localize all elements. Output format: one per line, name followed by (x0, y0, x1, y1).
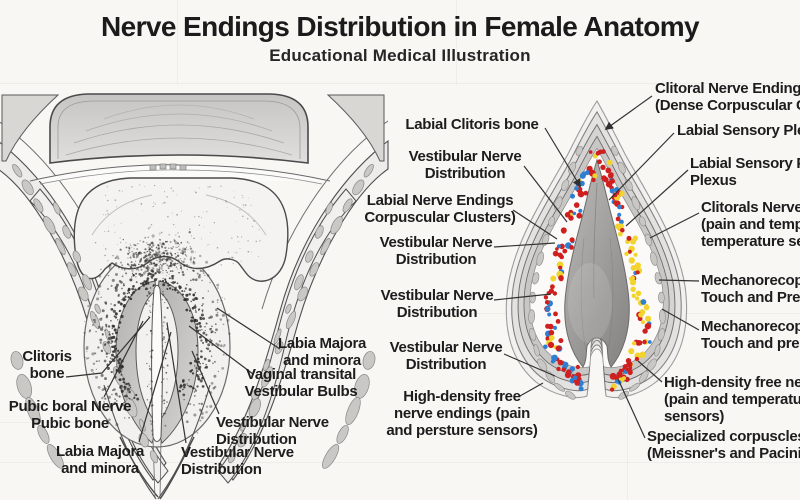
label-labial-nerve-endings: Labial Nerve EndingsCorpuscular Clusters… (364, 193, 515, 227)
label-pubic-boral-nerve: Pubic boral NervePubic bone (9, 399, 131, 433)
label-vestibular-m4: Vestibular NerveDistribution (380, 235, 493, 269)
label-labial-sensory-plexus: Labial Sensory Plexus (677, 123, 800, 140)
label-clitoris-bone: Clitorisbone (22, 349, 71, 383)
label-mechanoreceptors-1: MechanorecoptorsTouch and Pressure (701, 273, 800, 307)
label-high-density-mid: High-density freenerve endings (painand … (386, 389, 537, 440)
header: Nerve Endings Distribution in Female Ana… (0, 12, 800, 66)
label-vestibular-m5: Vestibular NerveDistribution (381, 288, 494, 322)
label-labial-sensory-plexus-2: Labial Sensory PlexusPlexus (690, 156, 800, 190)
label-high-density-right: High-density free nerve(pain and tempera… (664, 375, 800, 426)
page-subtitle: Educational Medical Illustration (0, 46, 800, 66)
label-clitorals-nerve: Clitorals Nerve endings(pain and tempeat… (701, 200, 800, 251)
label-vestibular-m6: Vestibular NerveDistribution (390, 340, 503, 374)
label-vestibular-m2: Vestibular NerveDistribution (409, 149, 522, 183)
label-labial-clitoris-bone: Labial Clitoris bone (405, 117, 538, 134)
left-anatomy-illustration (0, 85, 392, 500)
page-title: Nerve Endings Distribution in Female Ana… (0, 12, 800, 41)
label-specialized-corpuscles: Specialized corpuscles,(Meissner's and P… (647, 429, 800, 463)
label-clitoral-nerve-endings: Clitoral Nerve Endings(Dense Corpuscular… (655, 81, 800, 115)
pubic-dome (50, 94, 308, 163)
label-vestibular-mid-left: Vestibular NerveDistribution (216, 415, 329, 449)
label-labia-majora-left: Labia Majoraand minora (56, 444, 144, 478)
label-labia-majora-right: Labia Majoraand minora (278, 336, 366, 370)
label-vaginal-transital: Vaginal transitalVestibular Bulbs (245, 367, 358, 401)
label-vestibular-bottom-left: Vestibular NerveDistribution (181, 445, 294, 479)
label-mechanoreceptors-2: MechanorecoptorsTouch and pressure (701, 319, 800, 353)
right-anatomy-illustration (492, 88, 704, 418)
